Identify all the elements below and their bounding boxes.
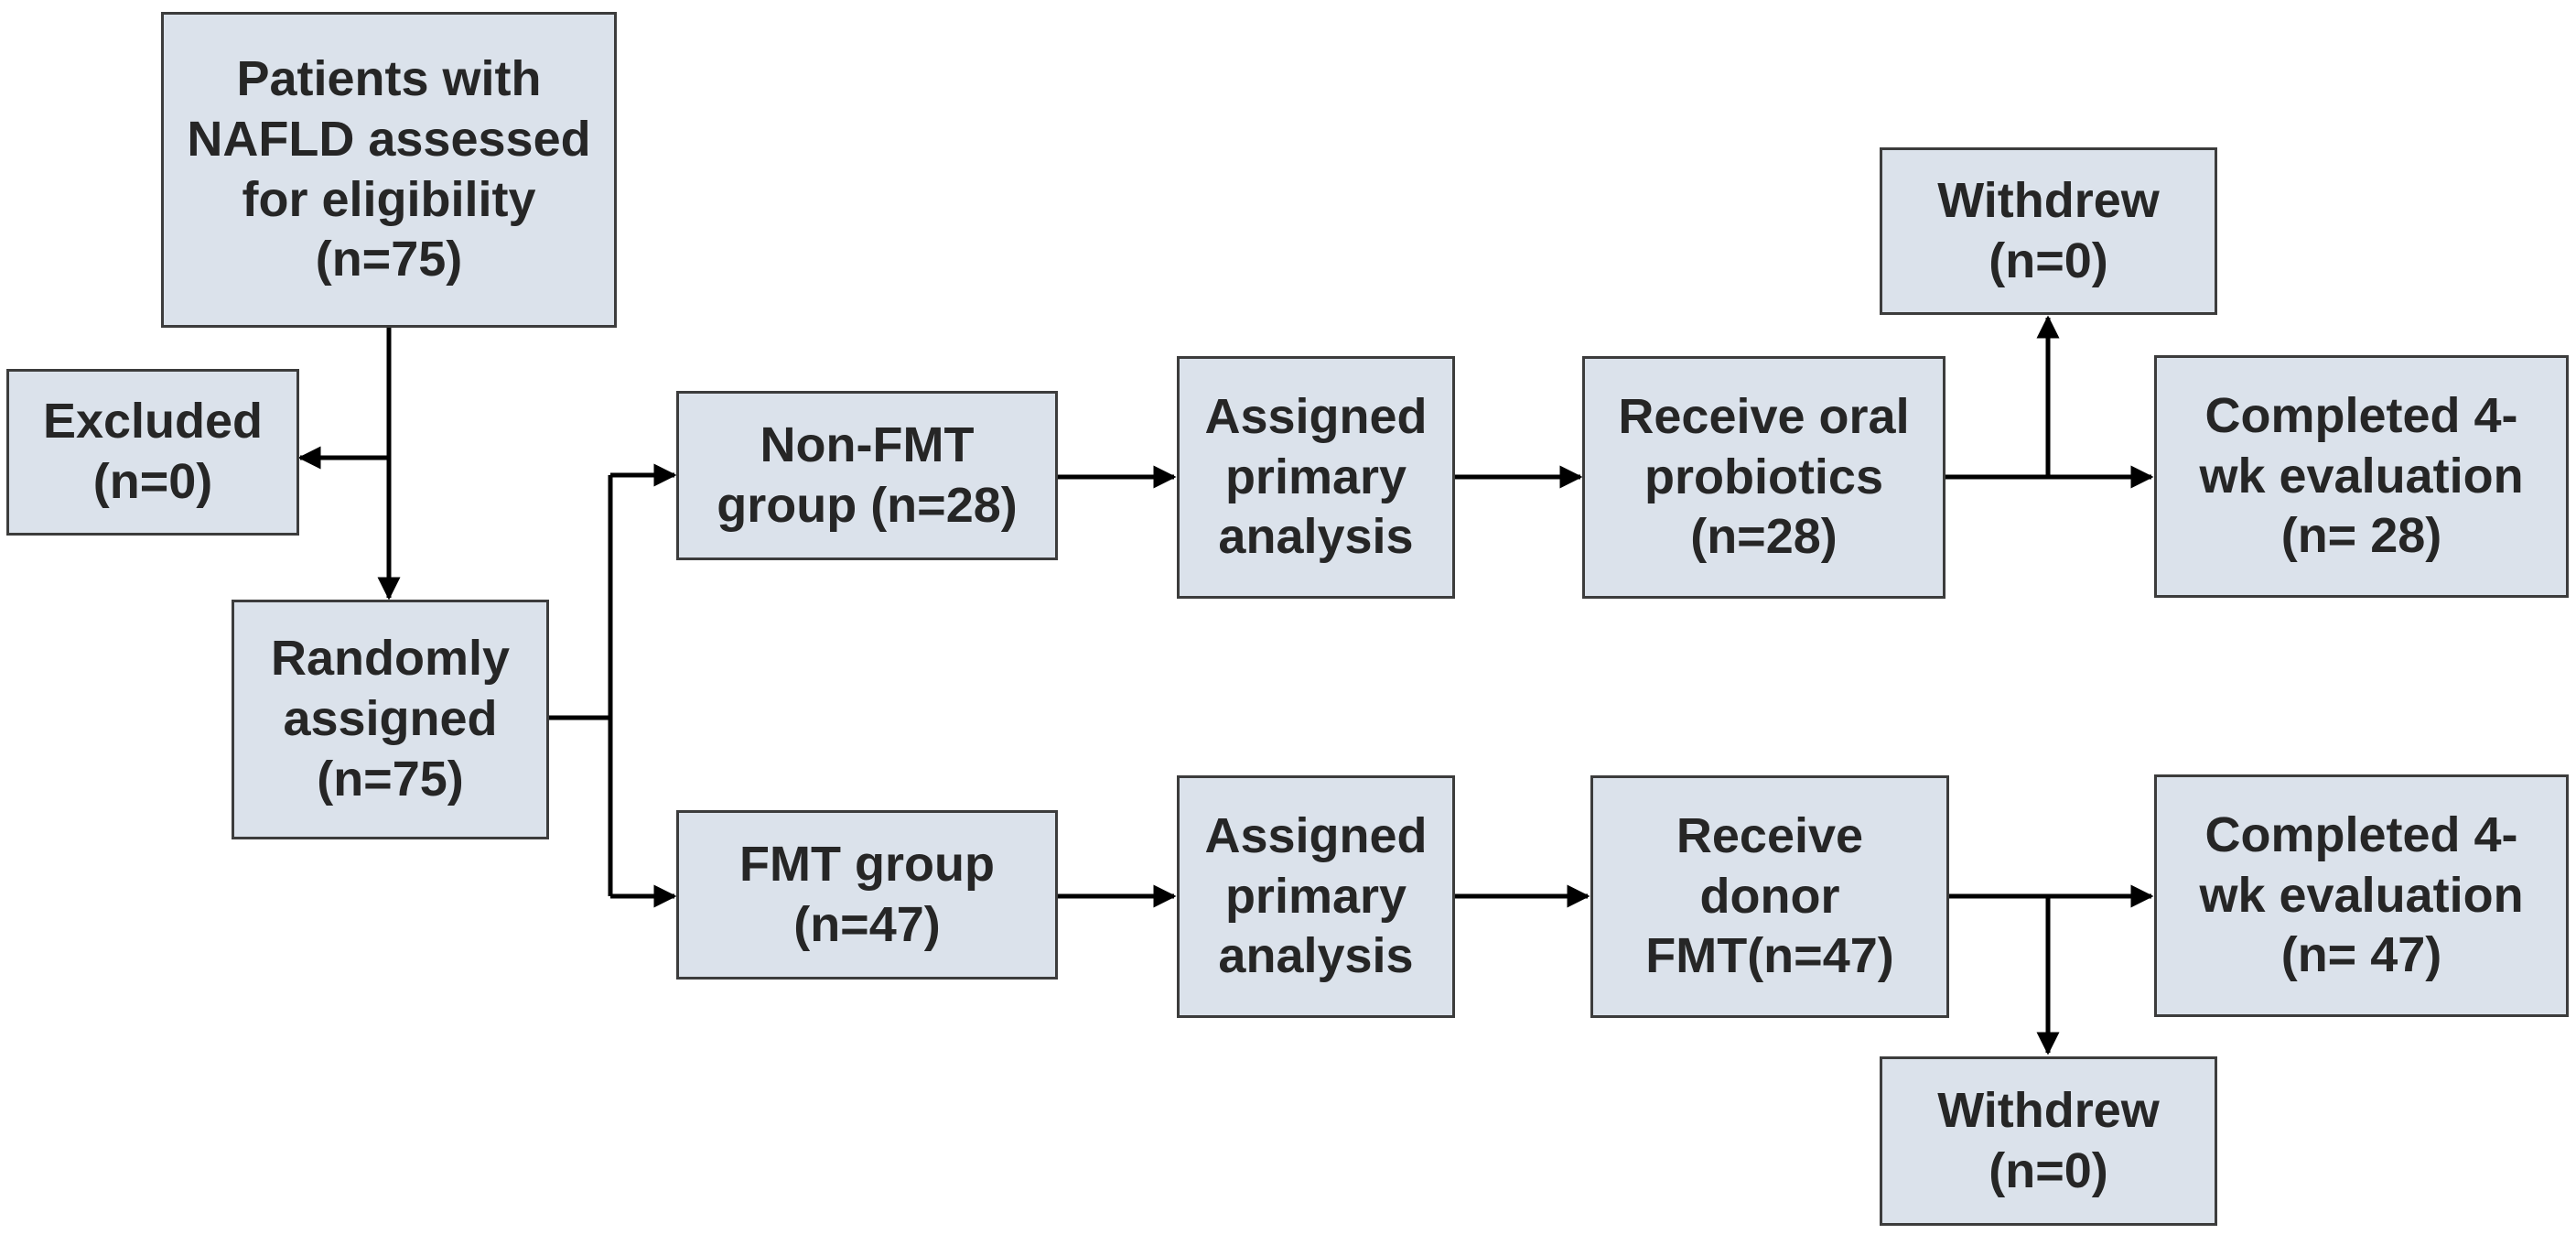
donor-fmt-line-3: FMT(n=47) xyxy=(1645,928,1894,984)
oral-probiotics-line-3: (n=28) xyxy=(1690,509,1838,565)
eligibility-box: Patients with NAFLD assessed for eligibi… xyxy=(161,12,617,328)
non-fmt-primary-analysis-box: Assigned primary analysis xyxy=(1177,356,1455,599)
withdrew-top-box: Withdrew (n=0) xyxy=(1880,147,2217,315)
withdrew-bottom-line-2: (n=0) xyxy=(1989,1142,2108,1198)
oral-probiotics-box: Receive oral probiotics (n=28) xyxy=(1582,356,1945,599)
fmt-primary-line-2: primary xyxy=(1224,868,1407,924)
randomized-box: Randomly assigned (n=75) xyxy=(232,600,549,839)
withdrew-bottom-box: Withdrew (n=0) xyxy=(1880,1056,2217,1226)
completed-fmt-line-2: wk evaluation xyxy=(2199,867,2524,923)
eligibility-line-1: Patients with xyxy=(236,50,542,106)
completed-non-fmt-box: Completed 4- wk evaluation (n= 28) xyxy=(2154,355,2569,598)
excluded-line-2: (n=0) xyxy=(92,454,213,509)
randomized-line-3: (n=75) xyxy=(317,751,464,806)
donor-fmt-box: Receive donor FMT(n=47) xyxy=(1590,775,1949,1018)
withdrew-bottom-line-1: Withdrew xyxy=(1937,1082,2160,1138)
completed-non-fmt-line-3: (n= 28) xyxy=(2280,508,2442,564)
fmt-primary-analysis-box: Assigned primary analysis xyxy=(1177,775,1455,1018)
fmt-group-line-1: FMT group xyxy=(739,836,995,892)
eligibility-line-4: (n=75) xyxy=(315,232,463,287)
non-fmt-group-box: Non-FMT group (n=28) xyxy=(676,391,1058,560)
non-fmt-primary-line-1: Assigned xyxy=(1204,388,1428,444)
completed-fmt-line-3: (n= 47) xyxy=(2280,927,2442,983)
eligibility-line-2: NAFLD assessed xyxy=(187,111,591,167)
donor-fmt-line-1: Receive xyxy=(1676,807,1864,863)
fmt-group-line-2: (n=47) xyxy=(793,896,941,952)
non-fmt-primary-line-2: primary xyxy=(1224,449,1407,504)
donor-fmt-line-2: donor xyxy=(1699,868,1840,924)
fmt-primary-line-3: analysis xyxy=(1218,928,1414,984)
completed-non-fmt-line-1: Completed 4- xyxy=(2204,387,2518,443)
fmt-primary-line-1: Assigned xyxy=(1204,807,1428,863)
non-fmt-group-line-2: group (n=28) xyxy=(717,477,1018,533)
non-fmt-primary-line-3: analysis xyxy=(1218,509,1414,565)
oral-probiotics-line-1: Receive oral xyxy=(1618,388,1910,444)
eligibility-line-3: for eligibility xyxy=(242,171,536,227)
completed-non-fmt-line-2: wk evaluation xyxy=(2199,448,2524,503)
non-fmt-group-line-1: Non-FMT xyxy=(760,417,975,472)
withdrew-top-line-2: (n=0) xyxy=(1989,233,2108,288)
oral-probiotics-line-2: probiotics xyxy=(1644,449,1883,504)
fmt-group-box: FMT group (n=47) xyxy=(676,810,1058,980)
excluded-box: Excluded (n=0) xyxy=(6,369,299,536)
completed-fmt-box: Completed 4- wk evaluation (n= 47) xyxy=(2154,774,2569,1017)
excluded-line-1: Excluded xyxy=(42,394,264,449)
withdrew-top-line-1: Withdrew xyxy=(1937,172,2160,228)
randomized-line-1: Randomly xyxy=(270,631,511,687)
randomized-line-2: assigned xyxy=(283,691,498,747)
completed-fmt-line-1: Completed 4- xyxy=(2204,806,2518,862)
